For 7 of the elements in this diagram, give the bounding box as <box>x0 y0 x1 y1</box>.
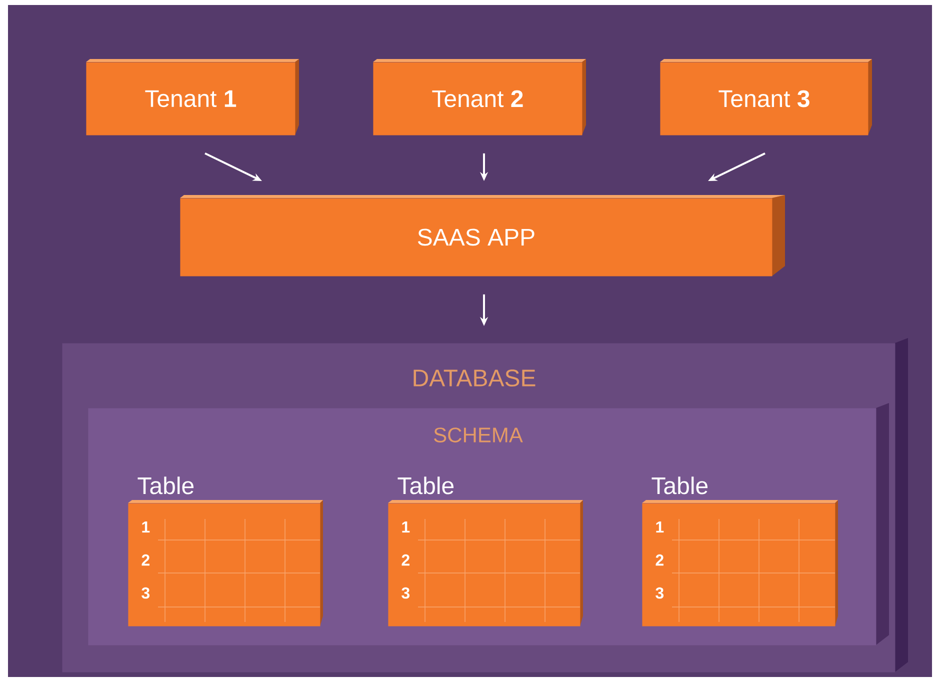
tenant-box: Tenant 1 <box>86 59 299 136</box>
table-heading: Table <box>652 476 708 494</box>
tenant-box: Tenant 2 <box>373 59 586 136</box>
table-heading: Table <box>398 476 454 494</box>
tenant-box: Tenant 3 <box>660 59 872 136</box>
app-box: SAAS APP <box>180 195 785 276</box>
table-heading: Table <box>138 476 194 494</box>
